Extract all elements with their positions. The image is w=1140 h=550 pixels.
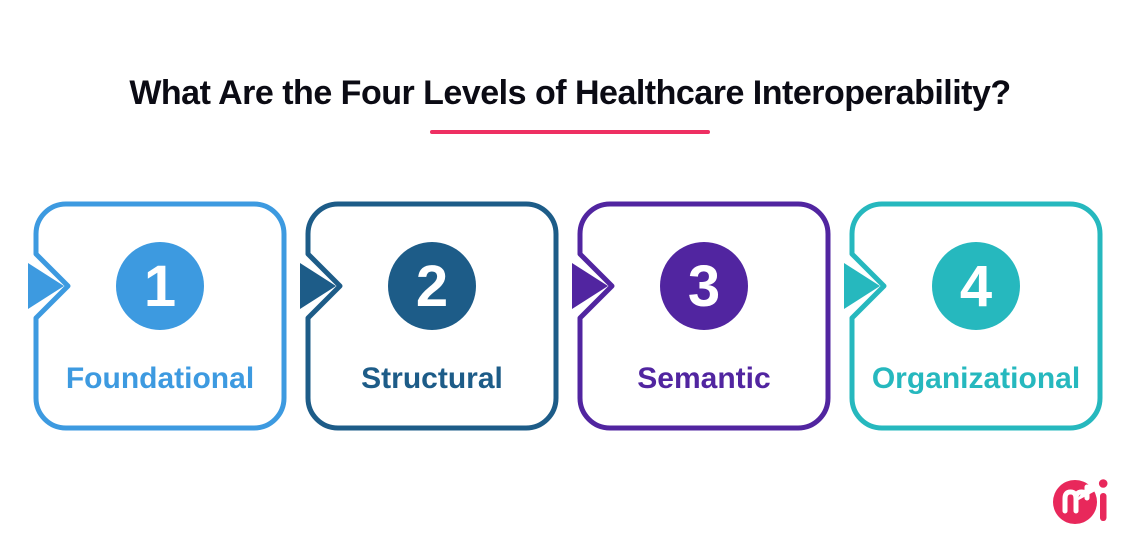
- number-badge: [660, 242, 748, 330]
- level-number: 1: [144, 254, 176, 319]
- level-number: 4: [960, 254, 992, 319]
- number-badge: [388, 242, 476, 330]
- title-underline: [430, 130, 710, 134]
- arrow-icon: [844, 263, 880, 309]
- level-card-shape: 1 Foundational: [28, 201, 287, 431]
- level-card-shape: 2 Structural: [300, 201, 559, 431]
- level-label: Foundational: [66, 362, 254, 395]
- level-number: 3: [688, 254, 720, 319]
- cmi-logo-icon: [1053, 479, 1108, 524]
- level-label: Organizational: [872, 362, 1080, 395]
- arrow-icon: [28, 263, 64, 309]
- number-badge: [932, 242, 1020, 330]
- level-card-shape: 4 Organizational: [844, 201, 1103, 431]
- arrow-icon: [572, 263, 608, 309]
- level-card-foundational: 1 Foundational: [24, 196, 296, 438]
- level-card-organizational: 4 Organizational: [840, 196, 1112, 438]
- number-badge: [116, 242, 204, 330]
- level-card-semantic: 3 Semantic: [568, 196, 840, 438]
- page-title: What Are the Four Levels of Healthcare I…: [129, 74, 1011, 112]
- level-label: Structural: [361, 362, 503, 395]
- level-card-structural: 2 Structural: [296, 196, 568, 438]
- level-label: Semantic: [637, 362, 770, 395]
- levels-row: 1 Foundational 2 Structural 3 Semantic 4…: [24, 196, 1116, 438]
- level-number: 2: [416, 254, 448, 319]
- arrow-icon: [300, 263, 336, 309]
- cmi-logo: [1052, 476, 1110, 526]
- level-card-shape: 3 Semantic: [572, 201, 831, 431]
